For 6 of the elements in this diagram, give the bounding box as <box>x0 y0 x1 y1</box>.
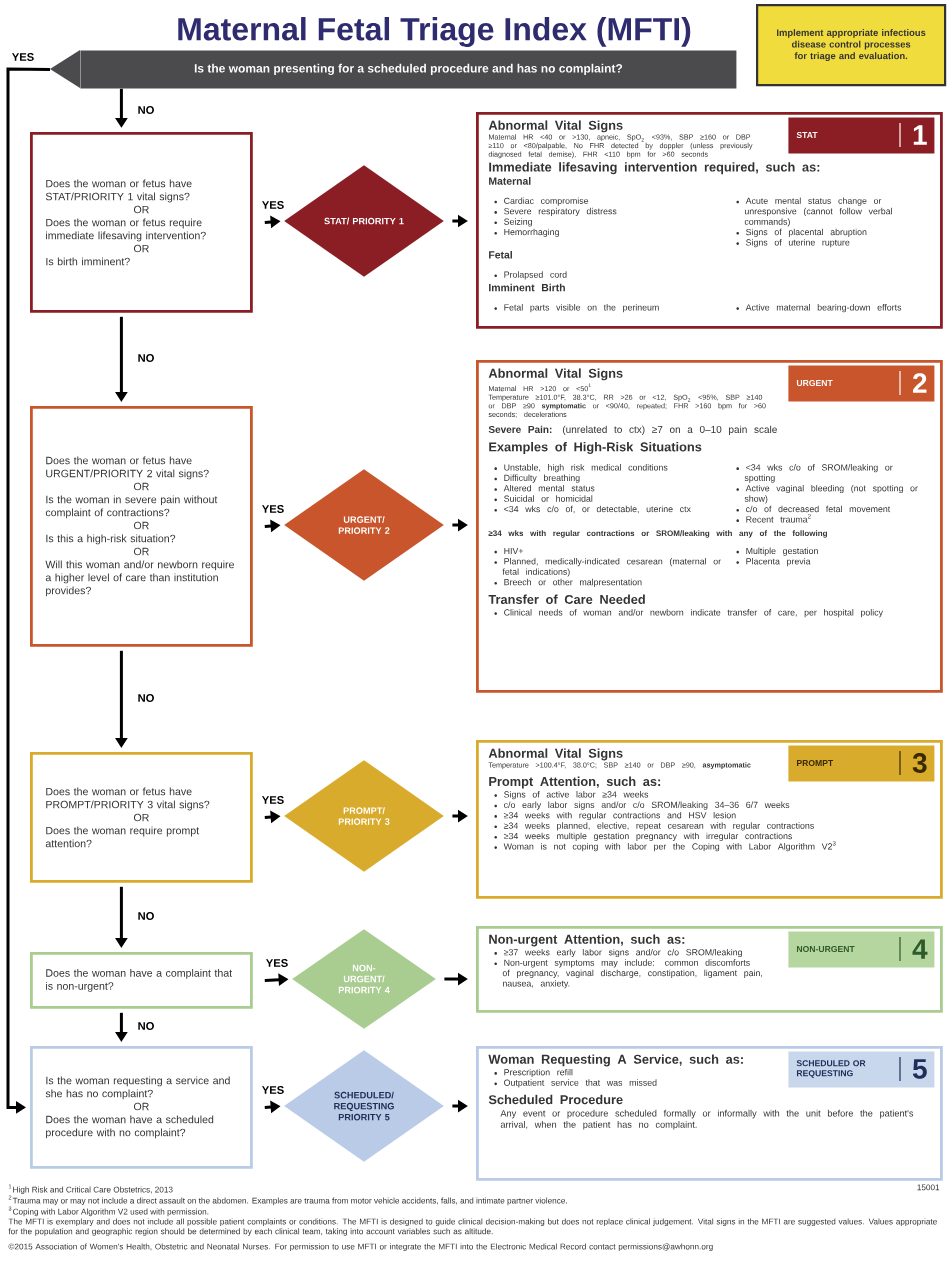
result-box <box>476 112 943 329</box>
node-label: 5 <box>912 1059 927 1079</box>
title: Maternal Fetal Triage Index (MFTI) <box>178 17 691 47</box>
result-box <box>476 740 943 899</box>
result-box <box>476 360 943 693</box>
result-box <box>476 1046 943 1181</box>
